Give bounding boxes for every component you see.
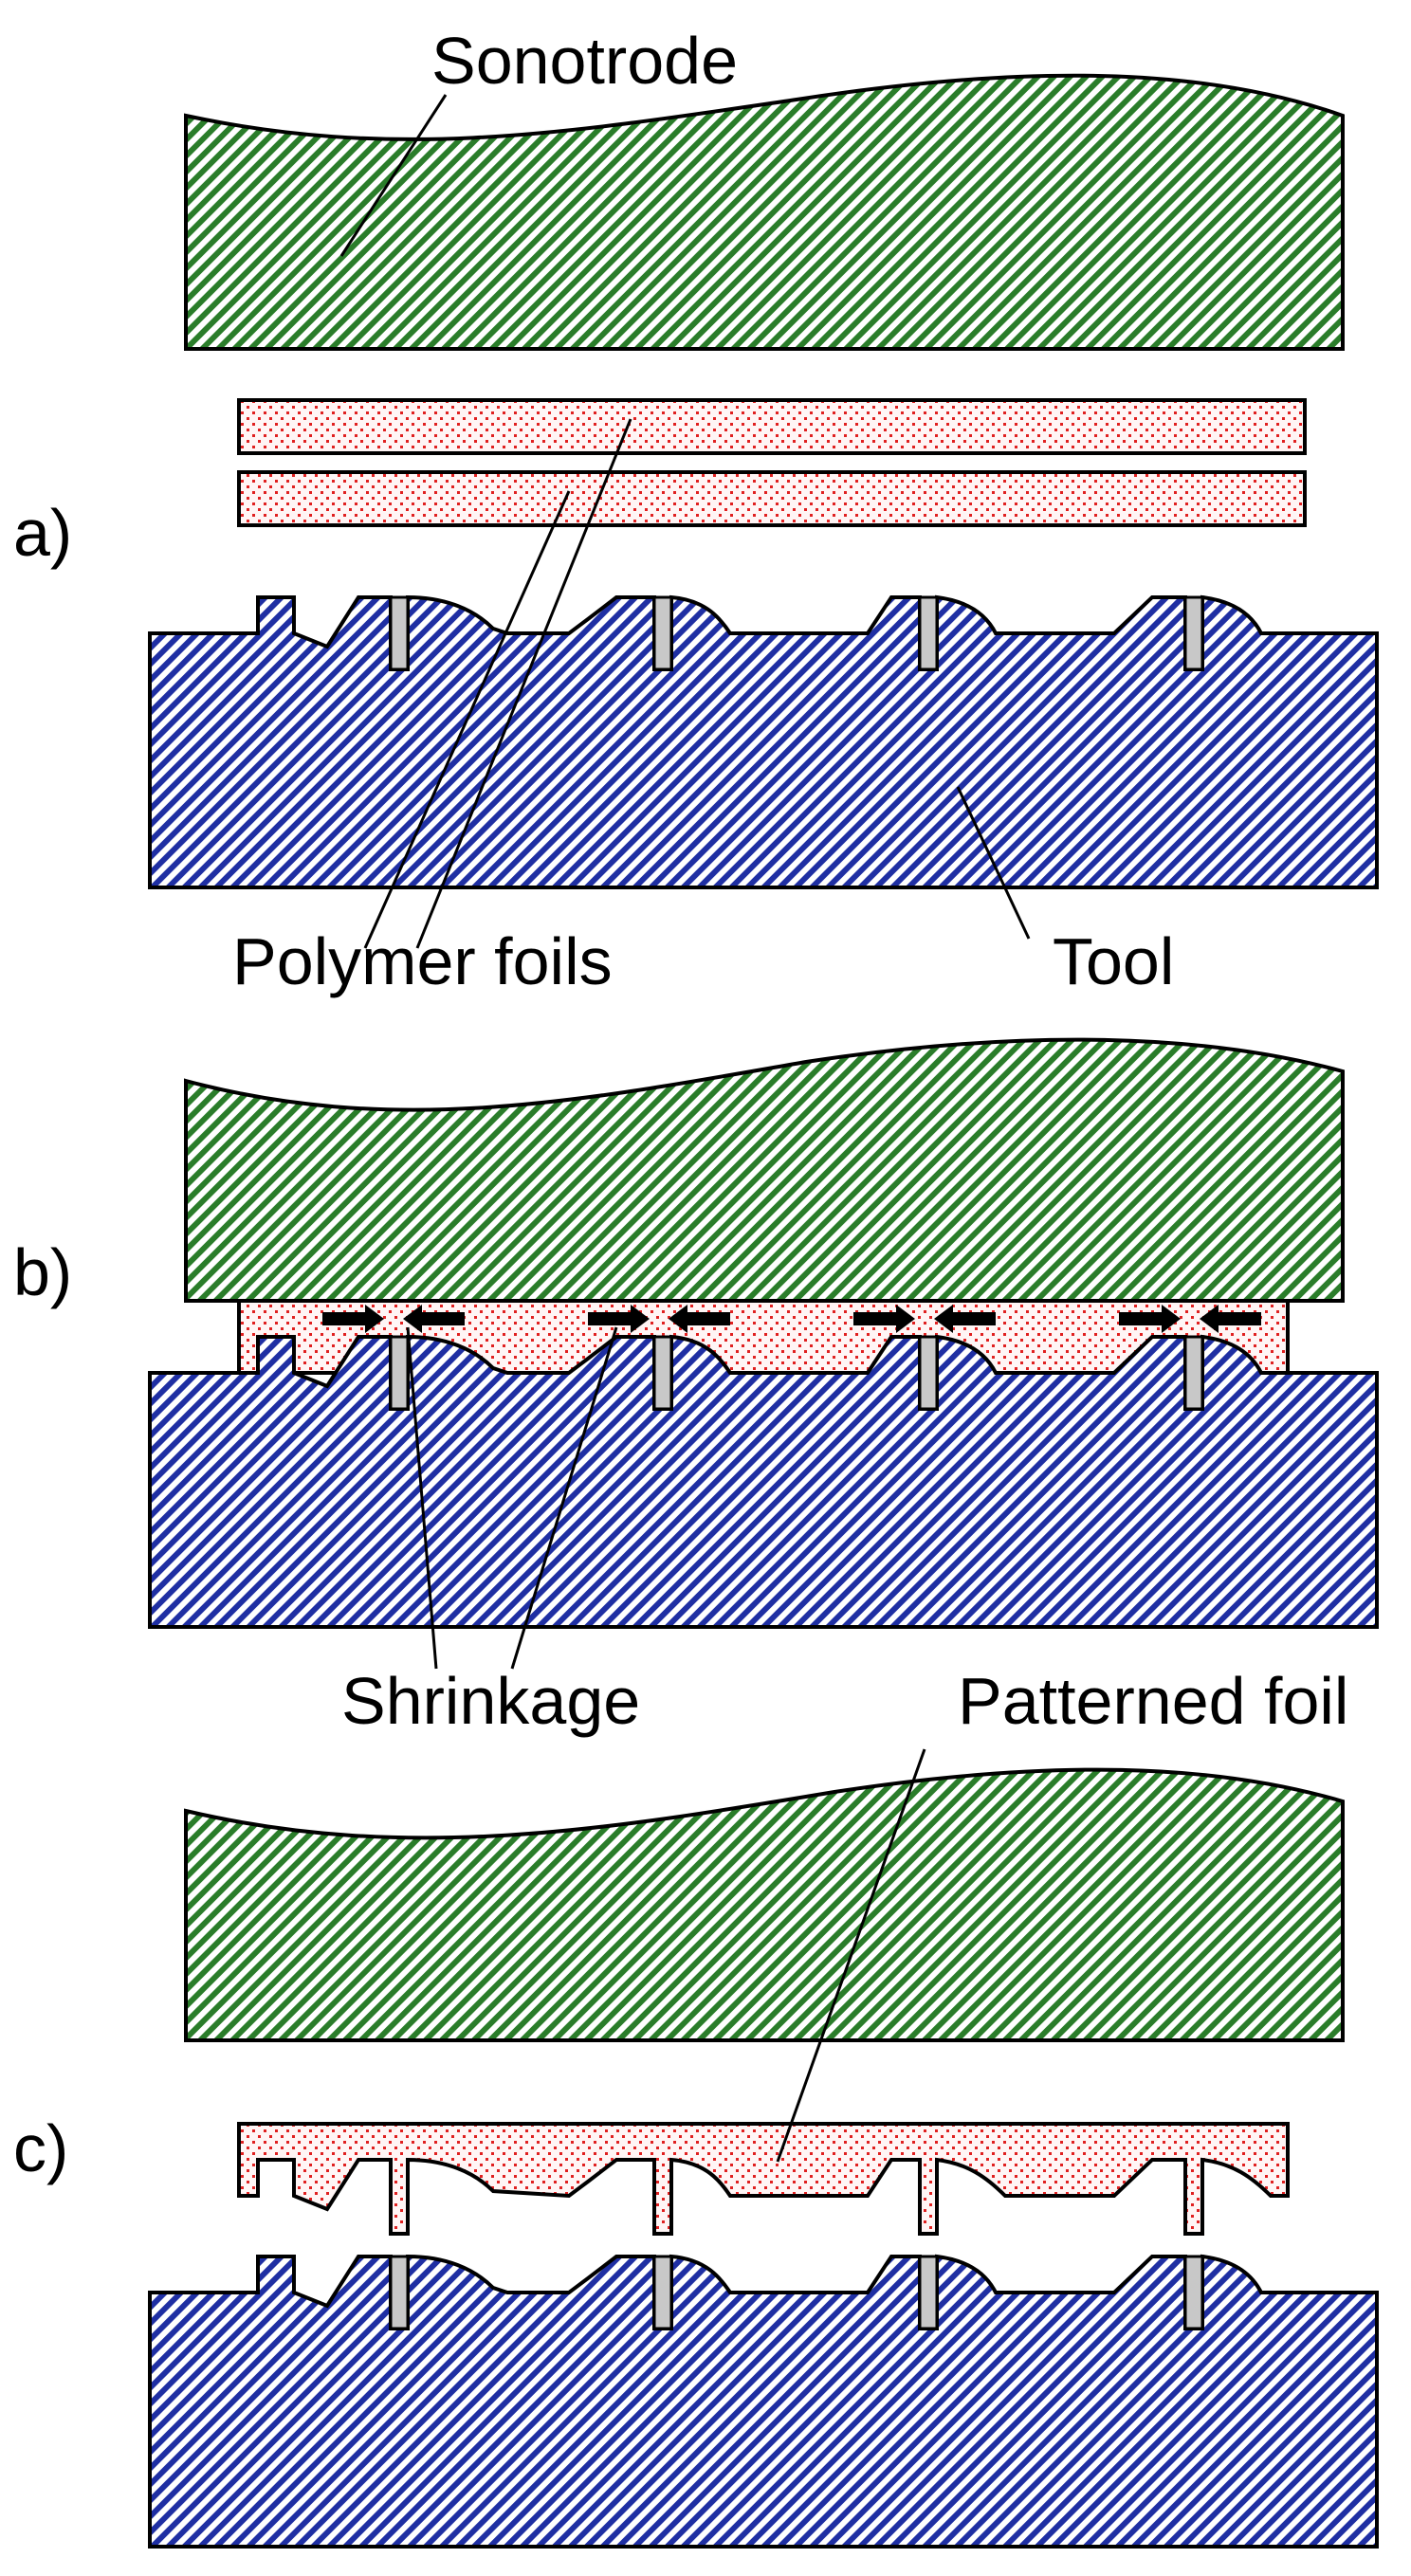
sonotrode-b — [184, 1037, 1345, 1303]
tool-c — [148, 2254, 1379, 2549]
step-label-c: c) — [13, 2111, 68, 2185]
tool-leader — [956, 786, 1031, 940]
polymer-foils-leader-1 — [415, 418, 632, 949]
tool-b-slits — [389, 1335, 1204, 1411]
patterned-foil-leader — [776, 1748, 926, 2163]
shrinkage-leader-2 — [510, 1326, 618, 1670]
step-label-a: a) — [13, 496, 72, 570]
panel-c: c) Patterned foil — [13, 1664, 1379, 2549]
shrinkage-arrow — [1119, 1305, 1181, 1333]
panel-b: b) Shrinkage — [13, 1037, 1379, 1738]
sonotrode-a — [184, 73, 1345, 351]
patterned-foil — [237, 2122, 1290, 2236]
shrinkage-arrows — [322, 1305, 1261, 1333]
shrinkage-arrow — [322, 1305, 384, 1333]
tool-label: Tool — [1053, 924, 1174, 998]
sonotrode-c — [184, 1767, 1345, 2042]
shrinkage-leader-1 — [406, 1326, 438, 1670]
shrinkage-arrow — [1200, 1305, 1261, 1333]
sonotrode-leader — [339, 94, 448, 257]
shrinkage-arrow — [853, 1305, 915, 1333]
polymer-foil-bottom — [237, 470, 1307, 527]
tool-a-slits — [389, 595, 1204, 671]
step-label-b: b) — [13, 1235, 72, 1309]
shrinkage-arrow — [669, 1305, 730, 1333]
shrinkage-arrow — [934, 1305, 996, 1333]
panel-a: a) Sonotrode Polymer foils Tool — [13, 24, 1379, 998]
shrinkage-arrow — [588, 1305, 650, 1333]
polymer-foils-label: Polymer foils — [232, 924, 613, 998]
polymer-foils-leader-2 — [363, 490, 571, 949]
shrinkage-label: Shrinkage — [341, 1664, 640, 1738]
shrinkage-arrow — [403, 1305, 465, 1333]
sonotrode-label: Sonotrode — [431, 24, 738, 98]
polymer-foil-top — [237, 398, 1307, 455]
tool-c-slits — [389, 2255, 1204, 2330]
tool-a — [148, 594, 1379, 889]
patterned-foil-label: Patterned foil — [958, 1664, 1348, 1738]
tool-b — [148, 1334, 1379, 1629]
